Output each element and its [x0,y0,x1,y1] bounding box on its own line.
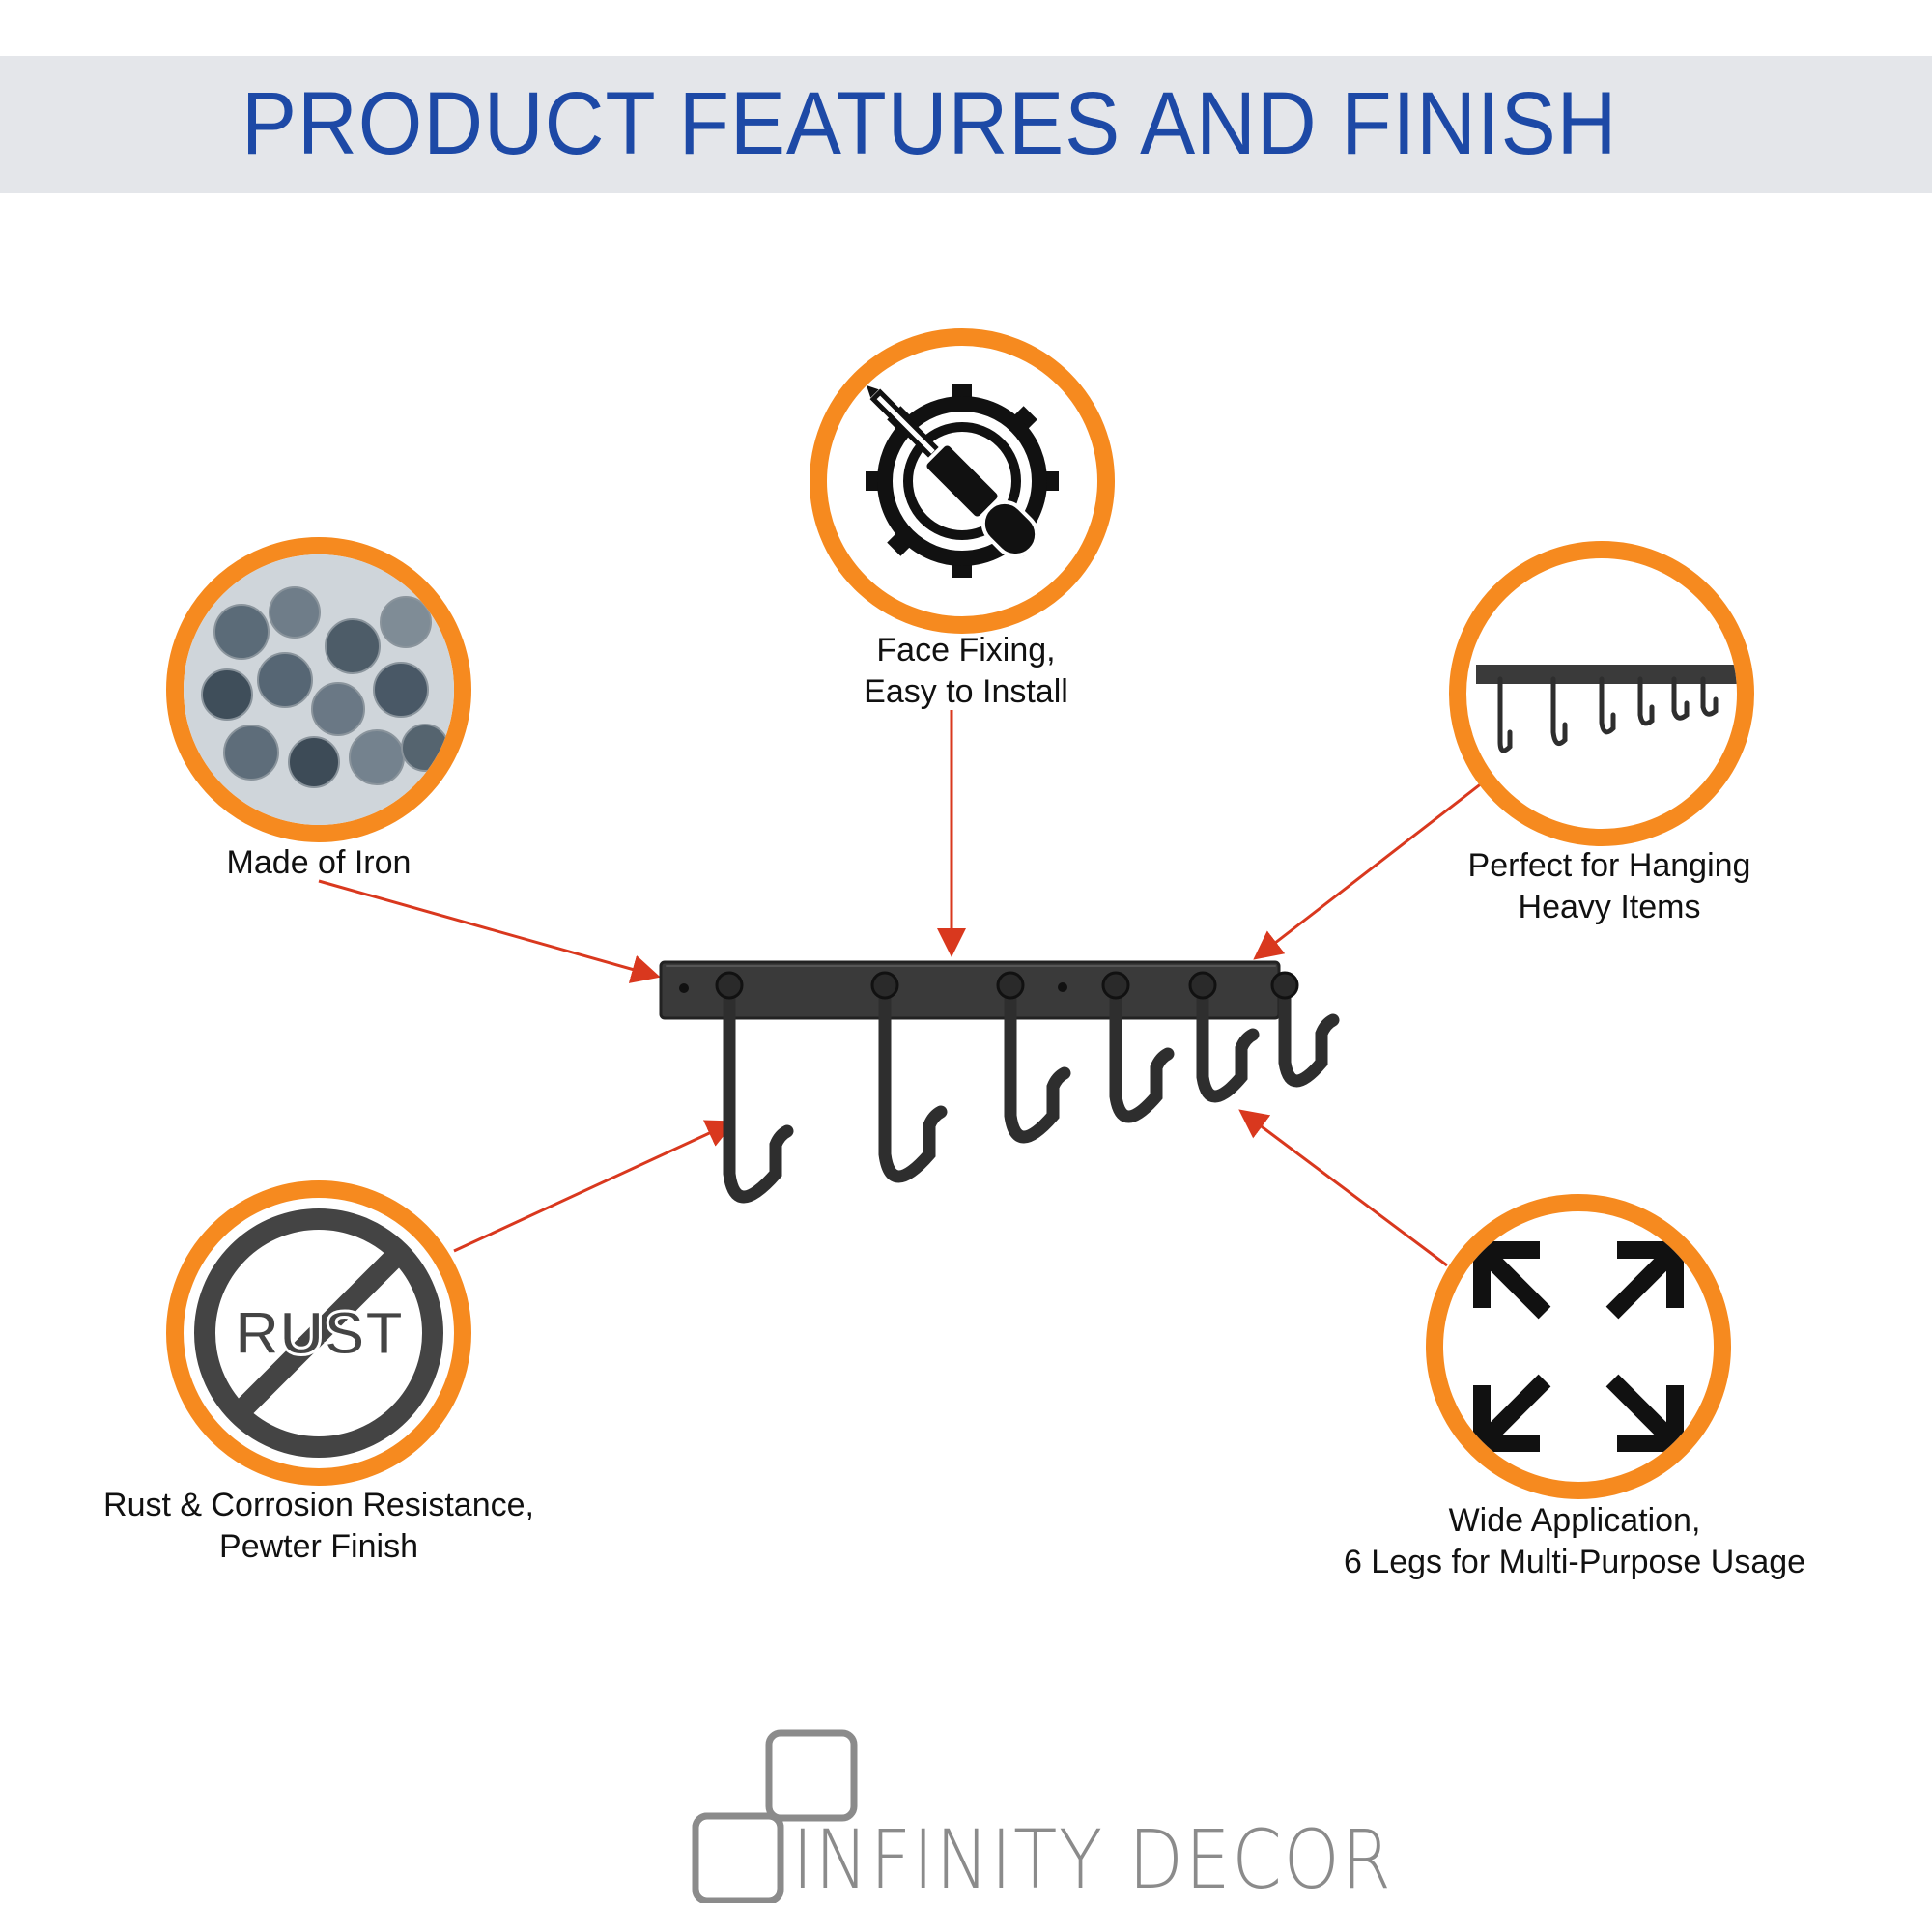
wide-feature-circle [1426,1194,1731,1499]
overlapping-squares-logo [692,1729,858,1903]
arrow-rust [453,1120,736,1253]
no-rust-icon: RUST [194,1208,443,1458]
hook-6 [1278,974,1340,1088]
brand-name: INFINITY DECOR [792,1812,1393,1907]
hook-3 [1004,974,1071,1144]
expand-arrows-icon [1473,1241,1684,1452]
gear-screwdriver-icon [866,384,1059,578]
install-feature-circle [810,328,1115,634]
hook-mount-5 [1188,971,1217,1000]
page-title: PRODUCT FEATURES AND FINISH [242,74,1618,173]
header-banner [0,56,1932,193]
arrow-iron [318,879,661,983]
rust-label: Rust & Corrosion Resistance, Pewter Fini… [103,1487,534,1565]
hook-1 [723,974,794,1204]
hook-4 [1109,974,1175,1123]
install-label: Face Fixing, Easy to Install [864,632,1068,710]
rust-badge-text: RUST [235,1298,403,1368]
arrow-wide [1238,1109,1448,1267]
rust-feature-circle: RUST [166,1180,471,1486]
hook-mount-4 [1101,971,1130,1000]
hook-mount-6 [1270,971,1299,1000]
hook-5 [1196,974,1260,1103]
arrow-hanging [1253,781,1484,960]
hanging-feature-circle [1449,541,1754,846]
hook-mount-2 [870,971,899,1000]
wide-label: Wide Application, 6 Legs for Multi-Purpo… [1343,1502,1806,1580]
hook-rack-photo [1476,665,1737,753]
hanging-label: Perfect for Hanging Heavy Items [1467,847,1751,925]
hook-mount-3 [996,971,1025,1000]
hook-mount-1 [715,971,744,1000]
hook-2 [878,974,948,1183]
iron-bars-photo [184,554,454,825]
iron-feature-circle [166,537,471,842]
iron-label: Made of Iron [226,844,412,881]
